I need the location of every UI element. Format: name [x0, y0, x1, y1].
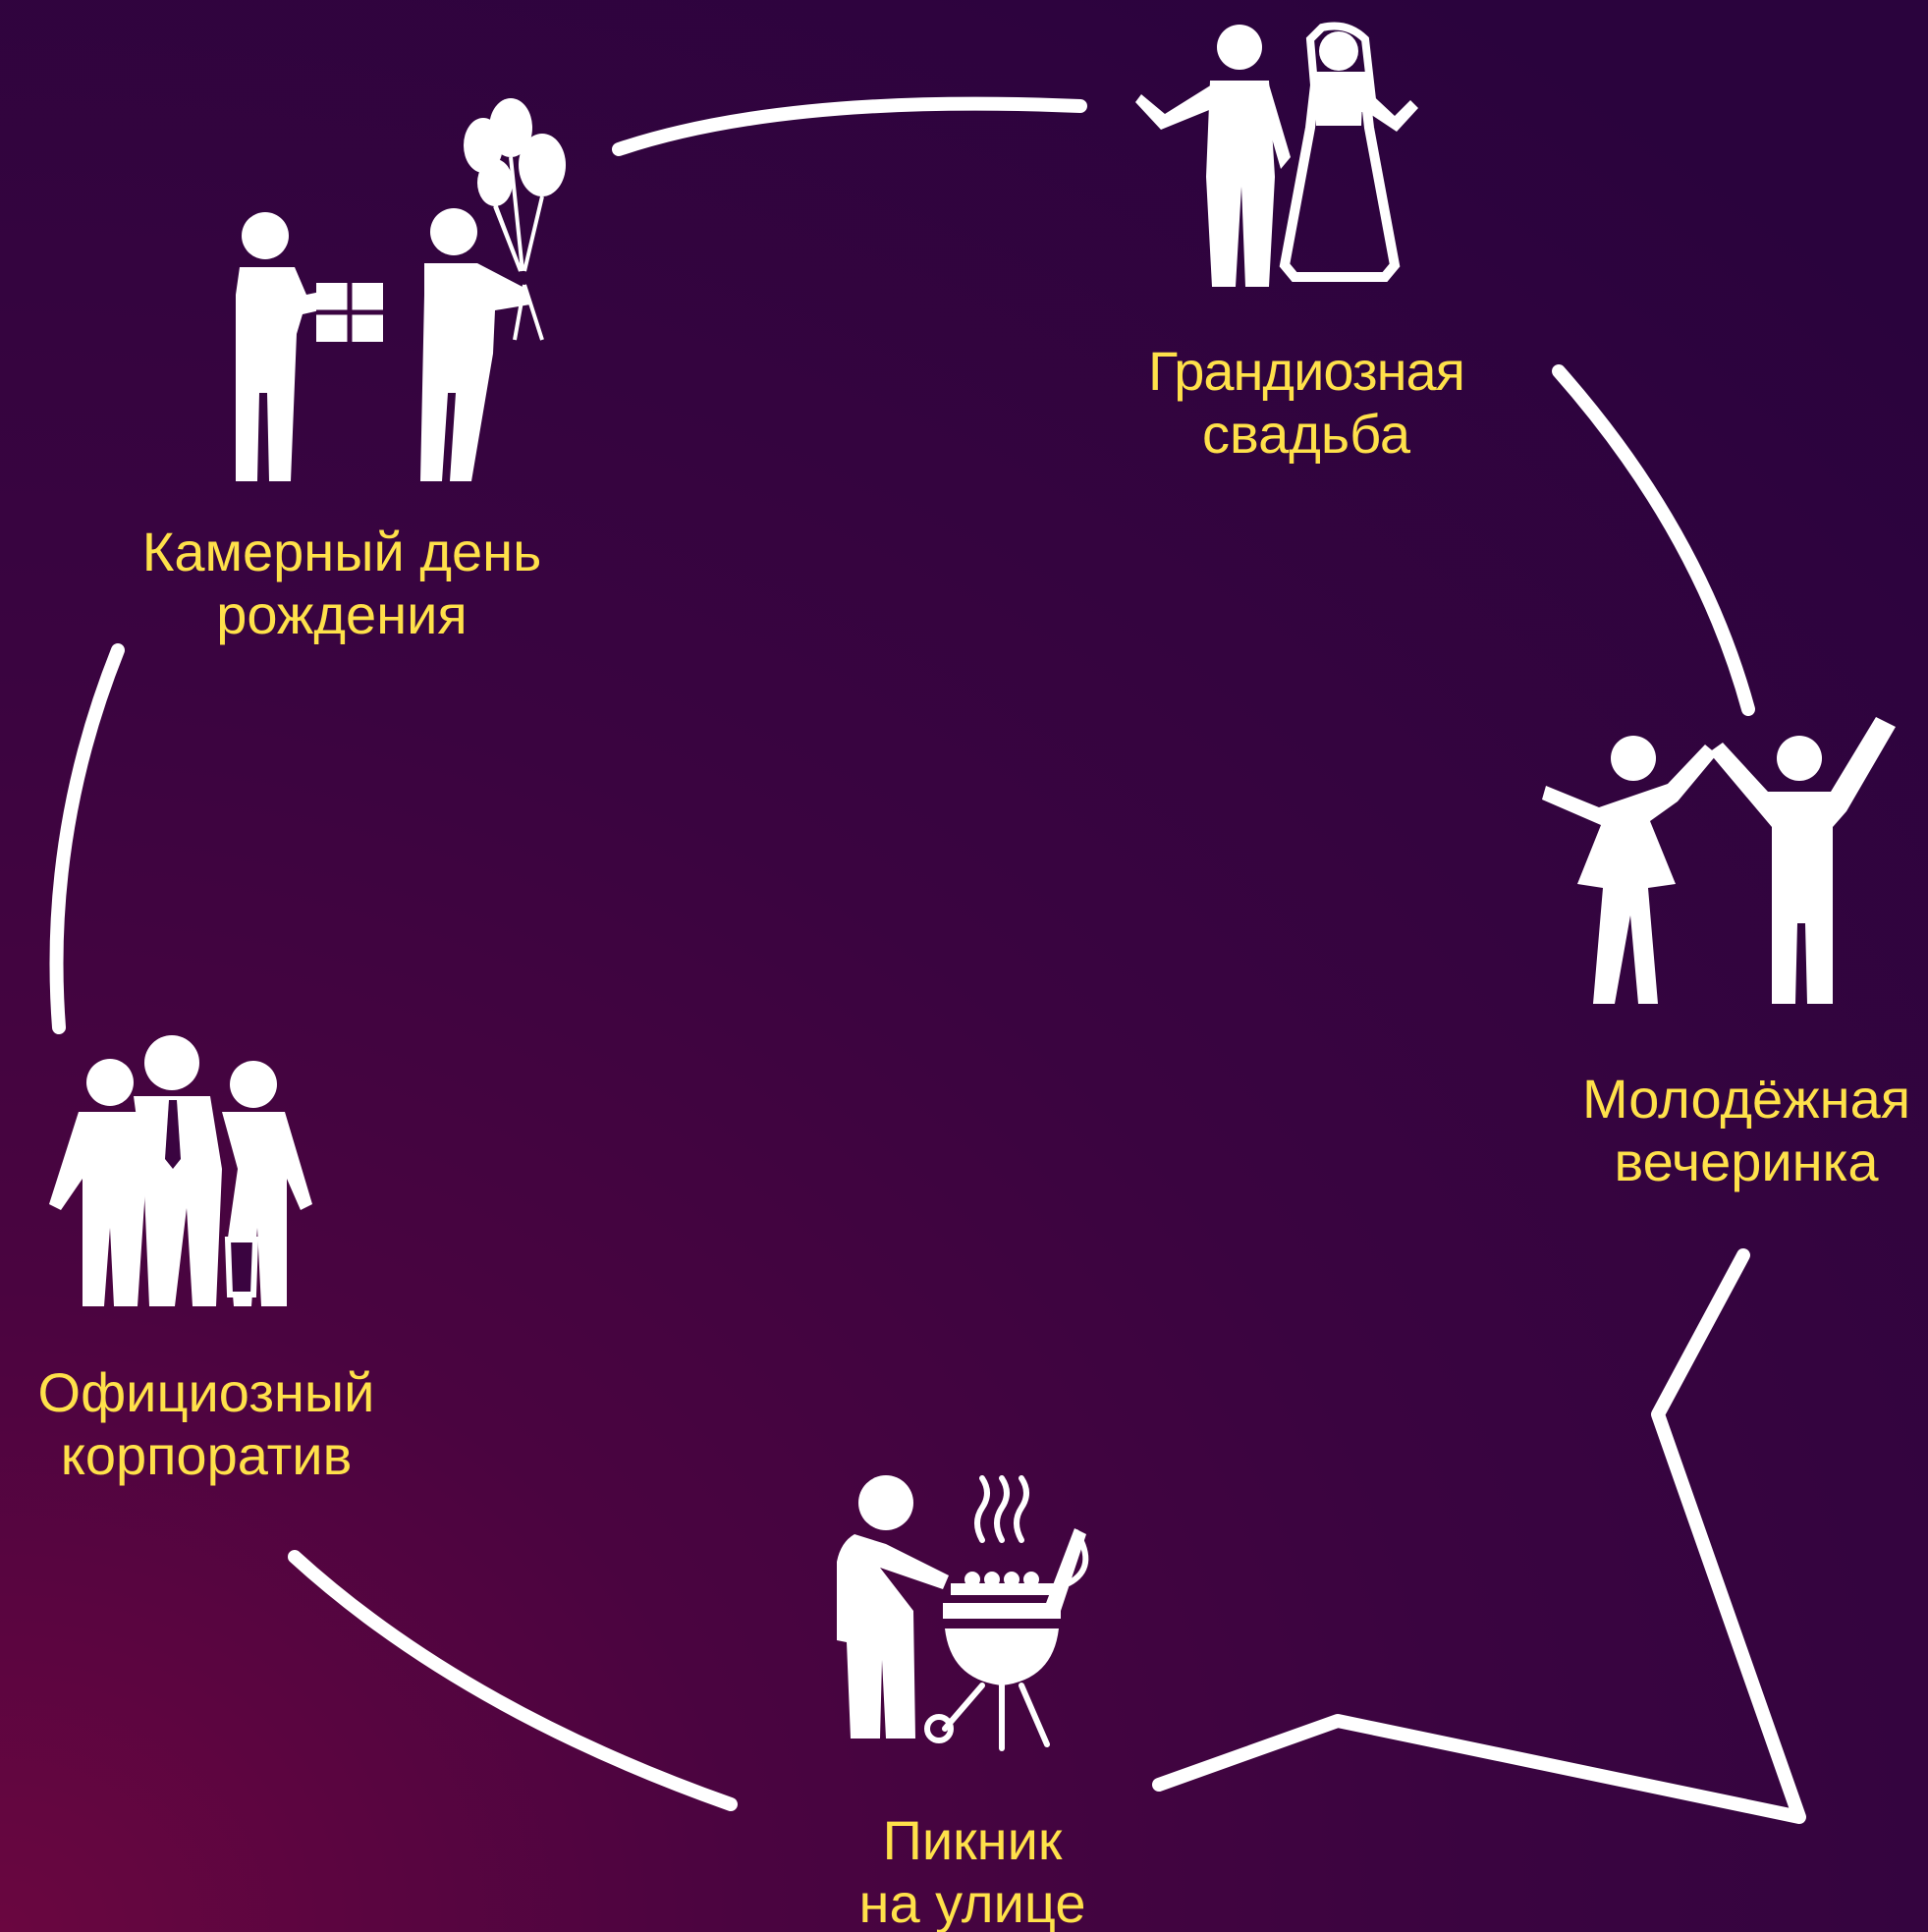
bride-groom-icon: [1135, 22, 1418, 287]
business-group-icon: [49, 1035, 312, 1306]
barbecue-grill-icon: [837, 1475, 1089, 1751]
label-picnic-line-2: на улице: [859, 1872, 1086, 1932]
label-corporate-line-1: Официозный: [38, 1361, 375, 1423]
connector-party-picnic: [1152, 1248, 1806, 1824]
label-picnic-line-1: Пикник: [883, 1809, 1063, 1871]
connector-picnic-corporate: [288, 1550, 738, 1811]
gift-balloons-icon: [236, 98, 566, 481]
label-wedding-line-1: Грандиозная: [1148, 340, 1464, 402]
label-wedding-line-2: свадьба: [1202, 403, 1411, 465]
connector-birthday-wedding: [612, 96, 1087, 156]
connector-corporate-birthday: [49, 643, 125, 1034]
label-corporate-line-2: корпоратив: [61, 1424, 353, 1486]
connector-wedding-party: [1552, 364, 1755, 716]
label-party-line-1: Молодёжная: [1582, 1068, 1910, 1130]
label-birthday-line-1: Камерный день: [142, 521, 542, 582]
label-party-line-2: вечеринка: [1615, 1131, 1880, 1192]
dancing-couple-icon: [1542, 717, 1896, 1004]
label-birthday-line-2: рождения: [216, 583, 467, 645]
